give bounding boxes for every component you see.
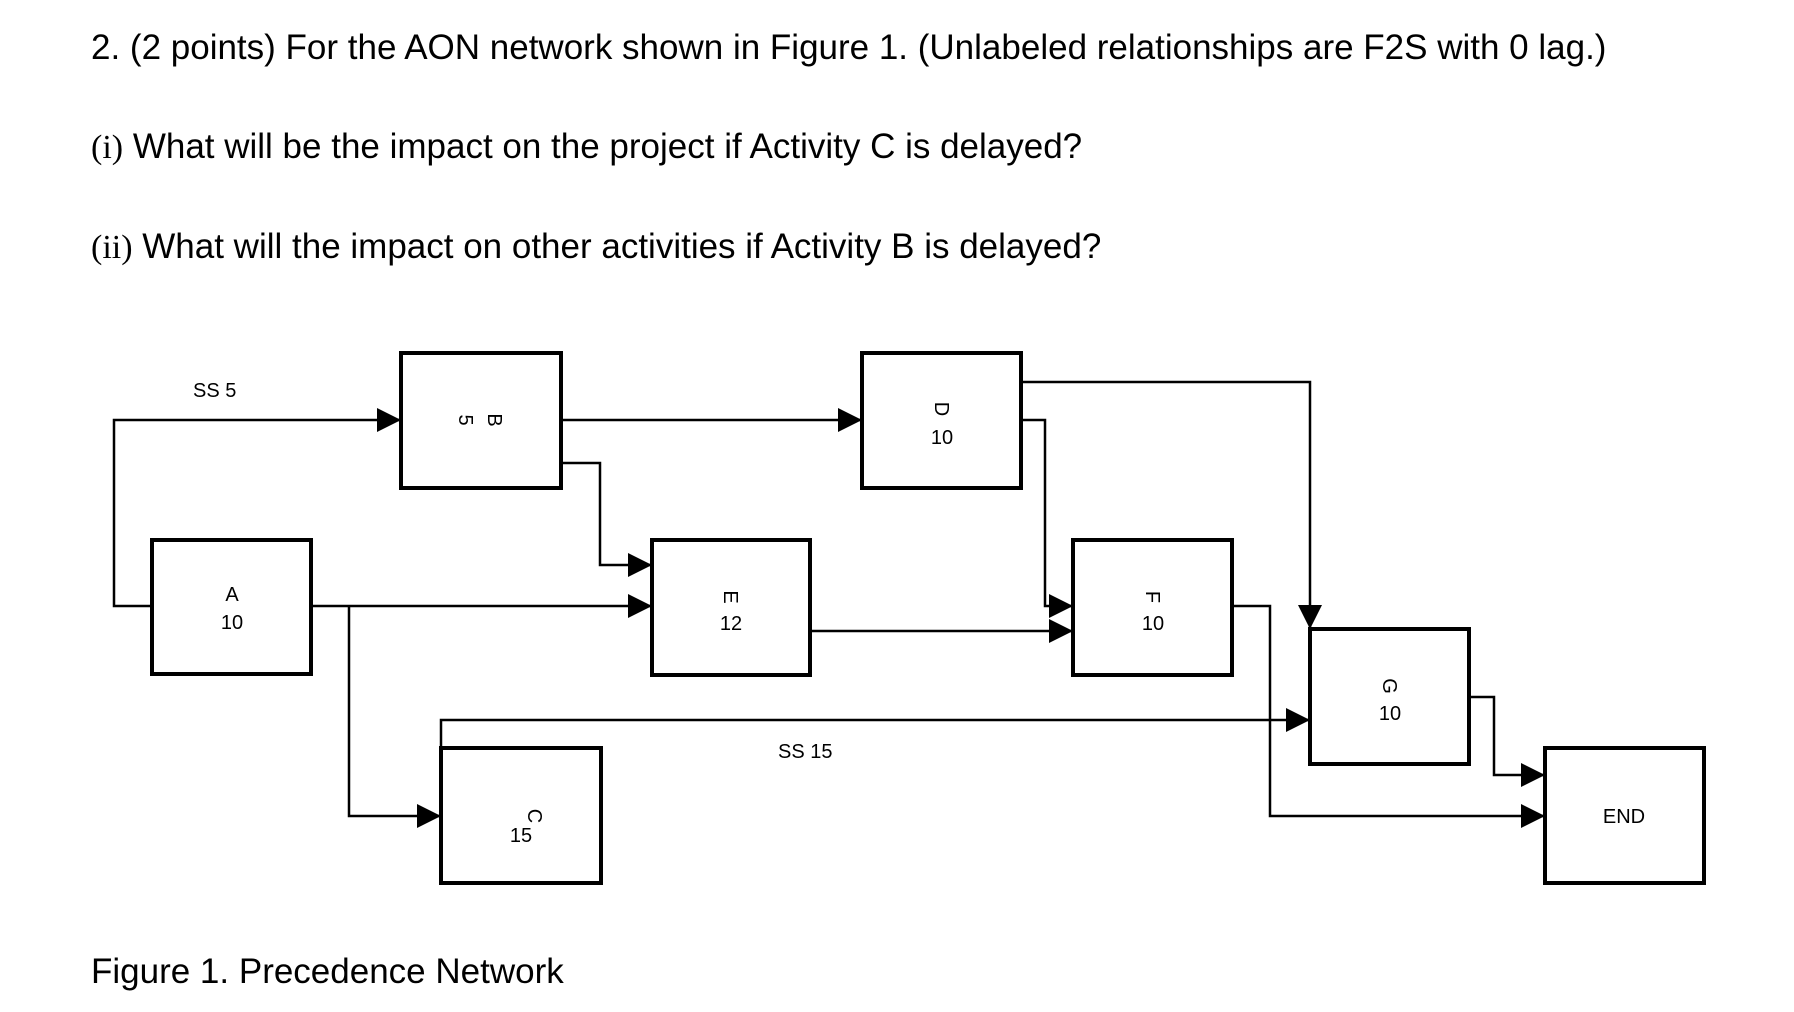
node-f: F 10 — [1071, 538, 1234, 677]
node-end-name: END — [1603, 806, 1645, 828]
part-ii-text: What will the impact on other activities… — [132, 227, 1102, 266]
node-d-name: D — [930, 402, 952, 416]
link-d-g — [1021, 380, 1322, 629]
node-end: END — [1543, 746, 1706, 885]
node-e: E 12 — [650, 538, 812, 677]
node-b-text: B5 — [454, 413, 505, 426]
node-a-name: A — [225, 584, 239, 606]
part-i-number: (i) — [91, 129, 124, 166]
node-g-text: G — [1378, 678, 1400, 694]
link-c-g — [439, 708, 1310, 748]
node-a-duration: 10 — [221, 612, 243, 634]
node-b: B5 — [399, 351, 563, 490]
node-g-name: G — [1378, 678, 1400, 694]
node-b-name: B — [483, 413, 505, 426]
link-b-e — [561, 461, 652, 577]
node-f-name: F — [1141, 591, 1163, 603]
figure-caption: Figure 1. Precedence Network — [91, 952, 564, 991]
node-a: A 10 — [150, 538, 313, 676]
node-b-duration: 5 — [454, 414, 476, 425]
network-links — [112, 380, 1545, 828]
node-e-text: E — [719, 590, 741, 603]
question-title: 2. (2 points) For the AON network shown … — [91, 28, 1607, 67]
node-d-duration: 10 — [931, 427, 953, 449]
node-f-text: F — [1141, 591, 1163, 603]
part-ii-number: (ii) — [91, 229, 133, 266]
node-d-text: D — [930, 402, 952, 416]
node-c-text: C — [523, 809, 545, 823]
relationship-label-c-g: SS 15 — [778, 741, 832, 763]
link-d-f — [1021, 418, 1073, 618]
node-g: G 10 — [1308, 627, 1471, 766]
node-c: C 15 — [439, 746, 603, 885]
link-f-end — [1232, 604, 1545, 828]
link-a-c — [347, 606, 441, 828]
node-g-duration: 10 — [1379, 703, 1401, 725]
relationship-label-a-b: SS 5 — [193, 380, 236, 402]
link-g-end — [1469, 695, 1545, 787]
part-i-text: What will be the impact on the project i… — [123, 127, 1083, 166]
node-e-name: E — [719, 590, 741, 603]
question-part-i: (i) What will be the impact on the proje… — [91, 127, 1082, 167]
node-c-duration: 15 — [510, 825, 532, 847]
node-d: D 10 — [860, 351, 1023, 490]
node-f-duration: 10 — [1142, 613, 1164, 635]
node-c-name: C — [523, 809, 545, 823]
question-part-ii: (ii) What will the impact on other activ… — [91, 227, 1101, 267]
node-e-duration: 12 — [720, 613, 742, 635]
link-a-b — [112, 408, 401, 608]
